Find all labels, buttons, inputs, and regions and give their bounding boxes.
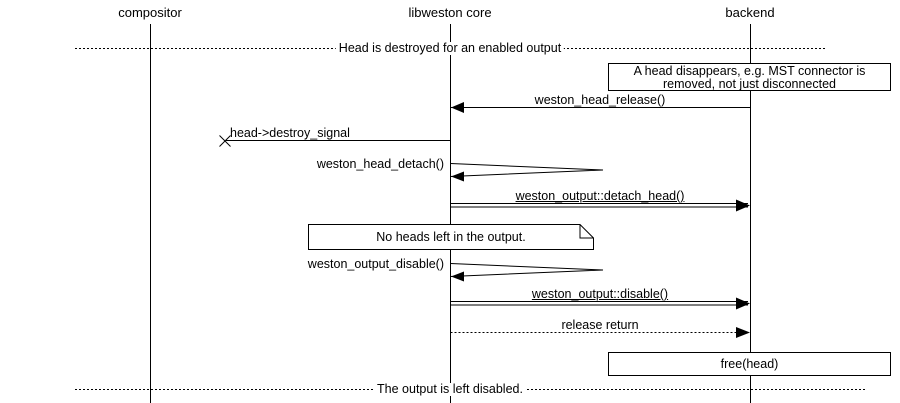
message-head-release-label: weston_head_release()	[534, 93, 666, 107]
free-head-box: free(head)	[608, 352, 891, 376]
bottom-divider-label: The output is left disabled.	[374, 383, 526, 396]
head-disappears-note: A head disappears, e.g. MST connector is…	[608, 63, 891, 91]
message-release-return-label: release return	[561, 318, 639, 332]
head-detach-arrowhead-icon	[451, 171, 464, 182]
message-output-disable-label: weston_output_disable()	[307, 257, 444, 271]
message-disable-label: weston_output::disable()	[531, 287, 669, 301]
output-disable-selfcall-loop	[450, 263, 604, 277]
message-detach-head-label: weston_output::detach_head()	[515, 189, 685, 203]
message-head-detach-label: weston_head_detach()	[316, 157, 444, 171]
free-head-label: free(head)	[720, 356, 779, 371]
output-disable-arrowhead-icon	[451, 271, 464, 282]
detach-head-arrowhead-icon	[736, 199, 750, 212]
head-disappears-note-line2: removed, not just disconnected	[662, 77, 837, 91]
participant-libweston-core: libweston core	[408, 5, 492, 20]
no-heads-note-fold-icon	[579, 224, 594, 239]
participant-compositor: compositor	[118, 5, 182, 20]
participant-backend: backend	[725, 5, 775, 20]
no-heads-note-label: No heads left in the output.	[376, 230, 526, 244]
disable-arrowhead-icon	[736, 297, 750, 310]
release-return-arrowhead-icon	[736, 327, 750, 338]
top-divider-label: Head is destroyed for an enabled output	[335, 42, 565, 55]
no-heads-note-shape	[308, 224, 594, 250]
head-detach-selfcall-loop	[450, 163, 604, 177]
lost-message-x-icon	[219, 135, 231, 147]
head-release-arrowhead-icon	[451, 102, 464, 113]
head-disappears-note-line1: A head disappears, e.g. MST connector is	[633, 64, 866, 78]
message-destroy-signal-label: head->destroy_signal	[230, 126, 350, 140]
